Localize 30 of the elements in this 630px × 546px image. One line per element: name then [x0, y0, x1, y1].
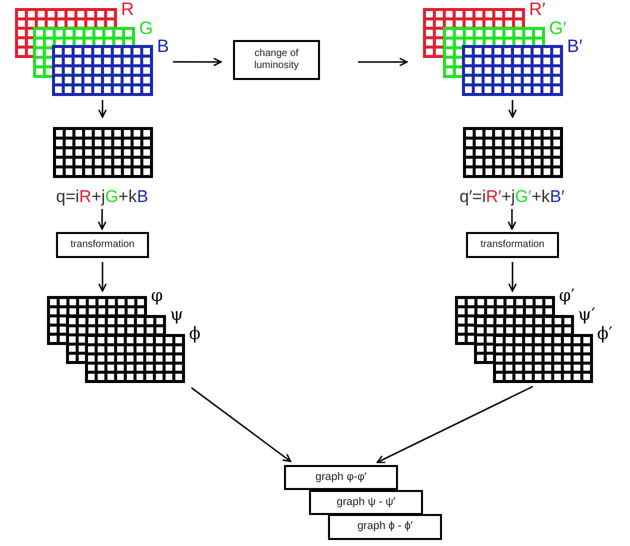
channel-label: R	[121, 0, 134, 18]
arrow	[508, 100, 517, 118]
graph-box: graph φ-φ′	[284, 465, 398, 490]
arrow	[190, 387, 292, 462]
channel-label: R′	[529, 0, 546, 18]
formula: q′=iR′+jG′+kB′	[460, 188, 564, 205]
arrow	[173, 58, 222, 66]
formula: q=iR+jG+kB	[56, 188, 148, 205]
channel-label: G	[139, 19, 154, 37]
channel-label: G′	[549, 19, 566, 37]
graph-box: graph ψ - ψ′	[309, 490, 423, 515]
arrow	[376, 386, 534, 464]
channel-label: B	[157, 37, 170, 55]
arrow	[98, 262, 107, 292]
arrow	[358, 58, 408, 66]
component-label: ψ	[170, 307, 184, 324]
arrow	[98, 209, 106, 230]
arrow	[508, 262, 517, 292]
component-label: ϕ	[189, 326, 201, 343]
component-label: φ′	[559, 288, 575, 305]
arrow	[98, 100, 107, 118]
process-box: change of luminosity	[233, 40, 320, 80]
component-label: ψ′	[578, 307, 596, 324]
process-box: transformation	[466, 232, 559, 258]
channel-label: B′	[567, 37, 582, 55]
component-label: ϕ′	[597, 326, 612, 343]
process-box: transformation	[56, 232, 149, 258]
component-label: φ	[151, 288, 163, 305]
arrow	[508, 209, 516, 230]
graph-box: graph ϕ - ϕ′	[328, 514, 442, 540]
